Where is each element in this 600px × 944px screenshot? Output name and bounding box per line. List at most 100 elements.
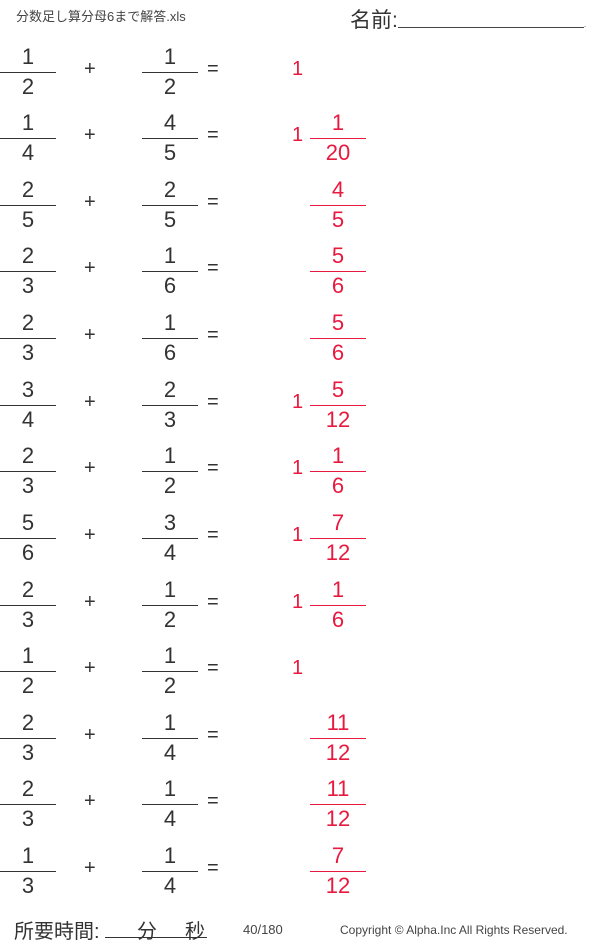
fraction-bar: [0, 271, 56, 272]
numerator: 2: [21, 177, 35, 202]
fraction-bar: [0, 804, 56, 805]
denominator: 3: [21, 607, 35, 632]
fraction-bar: [310, 471, 366, 472]
answer-numerator: 1: [331, 443, 345, 468]
numerator: 1: [163, 643, 177, 668]
fraction-bar: [142, 338, 198, 339]
numerator: 1: [21, 843, 35, 868]
numerator: 2: [21, 776, 35, 801]
equals-sign: =: [207, 790, 219, 812]
equals-sign: =: [207, 391, 219, 413]
denominator: 2: [163, 74, 177, 99]
plus-sign: +: [84, 790, 96, 812]
answer-denominator: 12: [325, 873, 351, 898]
numerator: 2: [21, 710, 35, 735]
answer-whole: 1: [292, 591, 304, 613]
numerator: 4: [163, 110, 177, 135]
numerator: 1: [163, 710, 177, 735]
denominator: 4: [163, 540, 177, 565]
fraction-bar: [0, 405, 56, 406]
numerator: 1: [21, 44, 35, 69]
answer-numerator: 11: [326, 710, 350, 735]
fraction-bar: [0, 138, 56, 139]
answer-denominator: 12: [325, 540, 351, 565]
denominator: 5: [163, 207, 177, 232]
fraction-bar: [0, 338, 56, 339]
denominator: 3: [21, 873, 35, 898]
fraction-bar: [142, 871, 198, 872]
fraction-bar: [310, 405, 366, 406]
numerator: 2: [163, 177, 177, 202]
fraction-bar: [142, 271, 198, 272]
equals-sign: =: [207, 124, 219, 146]
time-field-line[interactable]: [105, 937, 207, 938]
answer-denominator: 12: [325, 806, 351, 831]
answer-denominator: 5: [331, 207, 345, 232]
fraction-bar: [142, 205, 198, 206]
fraction-bar: [0, 605, 56, 606]
page-number: 40/180: [243, 922, 283, 937]
equals-sign: =: [207, 324, 219, 346]
fraction-bar: [310, 804, 366, 805]
fraction-bar: [310, 138, 366, 139]
answer-numerator: 5: [331, 243, 345, 268]
numerator: 1: [163, 577, 177, 602]
denominator: 4: [163, 740, 177, 765]
equals-sign: =: [207, 591, 219, 613]
answer-whole: 1: [292, 524, 304, 546]
numerator: 5: [21, 510, 35, 535]
answer-whole: 1: [292, 391, 304, 413]
name-label: 名前:: [350, 9, 398, 32]
numerator: 2: [163, 377, 177, 402]
denominator: 3: [21, 806, 35, 831]
answer-numerator: 7: [331, 843, 345, 868]
plus-sign: +: [84, 857, 96, 879]
fraction-bar: [142, 671, 198, 672]
denominator: 5: [21, 207, 35, 232]
answer-denominator: 12: [325, 407, 351, 432]
numerator: 1: [163, 310, 177, 335]
denominator: 3: [21, 340, 35, 365]
fraction-bar: [310, 205, 366, 206]
denominator: 2: [21, 74, 35, 99]
name-field-line[interactable]: [398, 27, 584, 28]
answer-numerator: 7: [331, 510, 345, 535]
plus-sign: +: [84, 391, 96, 413]
answer-denominator: 6: [331, 473, 345, 498]
fraction-bar: [0, 738, 56, 739]
denominator: 2: [163, 673, 177, 698]
denominator: 3: [21, 740, 35, 765]
numerator: 1: [163, 44, 177, 69]
fraction-bar: [310, 271, 366, 272]
worksheet-title: 分数足し算分母6まで解答.xls: [16, 9, 186, 24]
